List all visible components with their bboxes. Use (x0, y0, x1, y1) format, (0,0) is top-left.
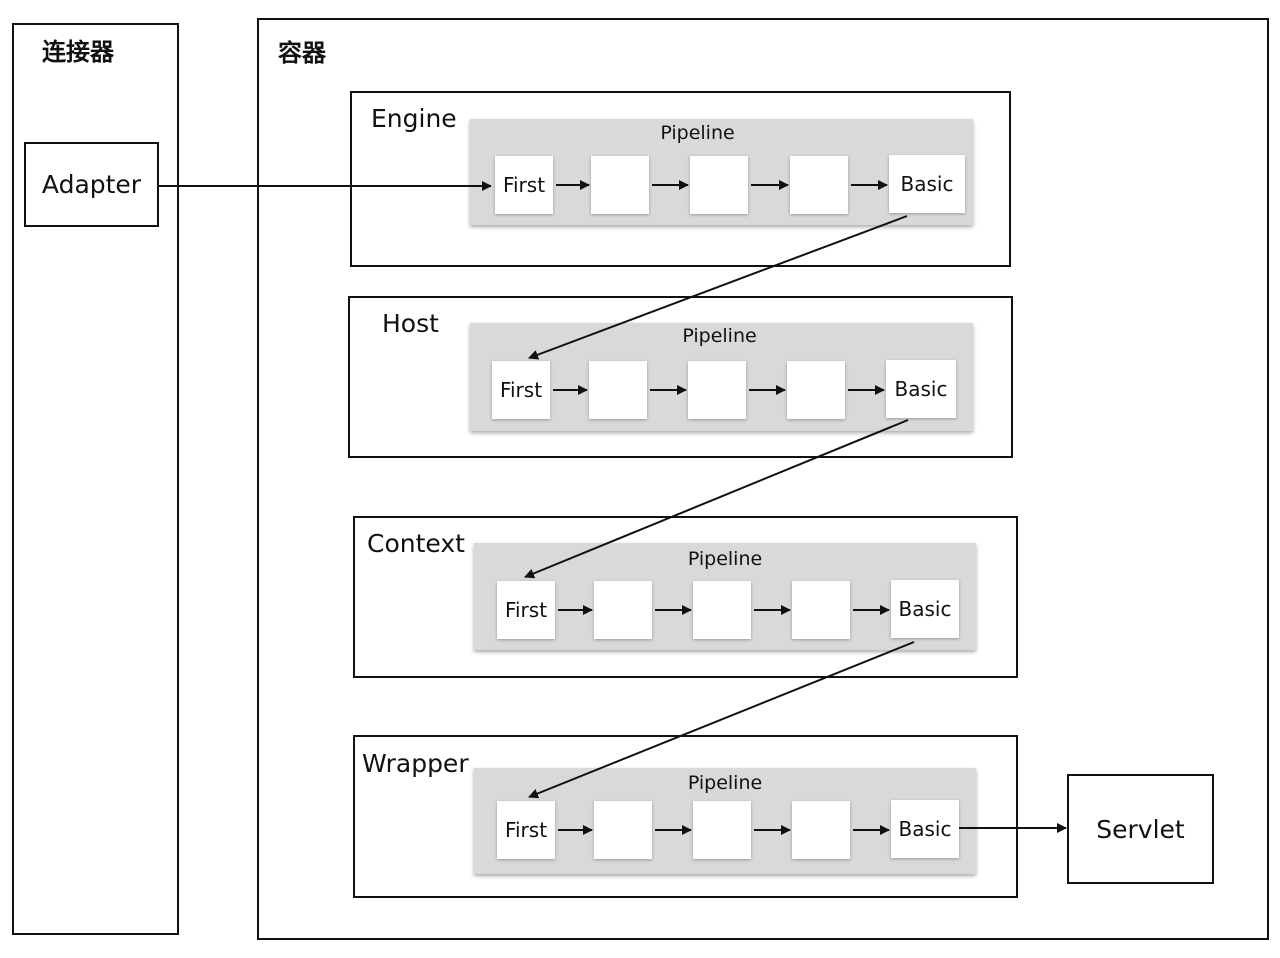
connector-title: 连接器 (42, 38, 114, 66)
pipeline-label: Pipeline (687, 772, 763, 794)
connector-panel (12, 23, 179, 935)
valve-box (594, 801, 652, 859)
servlet-label: Servlet (1096, 814, 1185, 844)
first-valve-label: First (502, 173, 546, 197)
first-valve: First (497, 581, 555, 639)
first-valve: First (495, 156, 553, 214)
first-valve: First (497, 801, 555, 859)
basic-valve: Basic (891, 800, 959, 858)
valve-box (790, 156, 848, 214)
basic-valve: Basic (886, 360, 956, 418)
pipeline-label: Pipeline (682, 325, 757, 347)
valve-box (792, 581, 850, 639)
wrapper-title: Wrapper (362, 749, 469, 778)
valve-box (688, 361, 746, 419)
engine-title: Engine (371, 104, 457, 133)
valve-box (693, 801, 751, 859)
container-panel (257, 18, 1269, 940)
pipeline-label: Pipeline (687, 548, 763, 570)
servlet-box: Servlet (1067, 774, 1214, 884)
adapter-box: Adapter (24, 142, 159, 227)
host-title: Host (382, 309, 439, 338)
valve-box (690, 156, 748, 214)
valve-box (594, 581, 652, 639)
first-valve: First (492, 361, 550, 419)
basic-valve: Basic (889, 155, 965, 213)
valve-box (589, 361, 647, 419)
first-valve-label: First (504, 818, 548, 842)
valve-box (792, 801, 850, 859)
context-title: Context (367, 529, 465, 558)
container-title: 容器 (278, 39, 326, 67)
adapter-label: Adapter (41, 170, 142, 199)
pipeline-label: Pipeline (660, 122, 735, 144)
basic-valve-label: Basic (900, 172, 954, 196)
valve-box (787, 361, 845, 419)
basic-valve-label: Basic (898, 597, 952, 621)
valve-box (693, 581, 751, 639)
first-valve-label: First (499, 378, 543, 402)
basic-valve-label: Basic (898, 817, 952, 841)
basic-valve-label: Basic (894, 377, 948, 401)
valve-box (591, 156, 649, 214)
first-valve-label: First (504, 598, 548, 622)
basic-valve: Basic (891, 580, 959, 638)
